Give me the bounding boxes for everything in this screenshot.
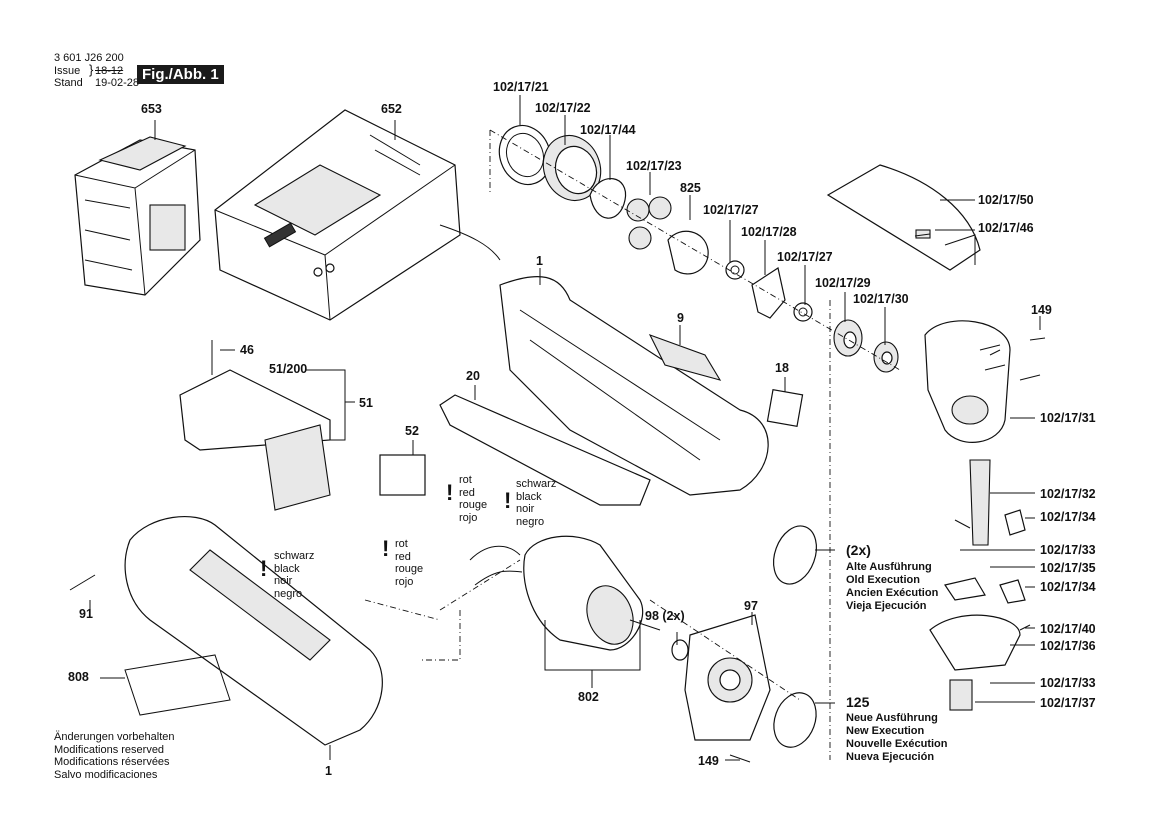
guard-plate-102-17-50 bbox=[826, 164, 981, 271]
wire-note-red-motor: rot red rouge rojo bbox=[459, 474, 488, 524]
die-parts bbox=[929, 509, 1026, 711]
part-label-802: 802 bbox=[578, 690, 599, 704]
part-label-102-17-33-a: 102/17/33 bbox=[1040, 543, 1096, 557]
screws bbox=[69, 233, 1046, 763]
punch-102-17-32 bbox=[969, 459, 991, 546]
new-execution-note: Neue Ausführung New Execution Nouvelle E… bbox=[846, 712, 947, 764]
warning-icon: ! bbox=[260, 556, 268, 581]
part-label-102-17-23: 102/17/23 bbox=[626, 159, 682, 173]
document-number: 3 601 J26 200 bbox=[54, 52, 124, 64]
part-label-102-17-28: 102/17/28 bbox=[741, 225, 797, 239]
part-label-102-17-30: 102/17/30 bbox=[853, 292, 909, 306]
gear-housing-97 bbox=[671, 614, 771, 741]
part-label-102-17-32: 102/17/32 bbox=[1040, 487, 1096, 501]
warning-icon: ! bbox=[504, 488, 512, 513]
part-label-102-17-31: 102/17/31 bbox=[1040, 411, 1096, 425]
part-label-102-17-21: 102/17/21 bbox=[493, 80, 549, 94]
part-label-1-bottom: 1 bbox=[325, 764, 332, 778]
warning-icon: ! bbox=[446, 480, 454, 505]
old-execution-note: Alte Ausführung Old Execution Ancien Exé… bbox=[846, 561, 938, 613]
note-line: Ancien Exécution bbox=[846, 587, 939, 599]
part-label-102-17-34-b: 102/17/34 bbox=[1040, 580, 1096, 594]
housing-1 bbox=[499, 276, 804, 496]
part-label-1-top: 1 bbox=[536, 254, 543, 268]
wire-note-red-switch: rot red rouge rojo bbox=[395, 538, 424, 588]
issue-label: Issue bbox=[54, 65, 81, 77]
battery-pack-653 bbox=[74, 136, 201, 296]
disc-125 bbox=[773, 692, 817, 748]
part-label-102-17-27-b: 102/17/27 bbox=[777, 250, 833, 264]
assembly-axes bbox=[364, 129, 901, 760]
switch-51 bbox=[179, 340, 331, 511]
part-label-52: 52 bbox=[405, 424, 419, 438]
part-label-97: 97 bbox=[744, 599, 758, 613]
part-label-808: 808 bbox=[68, 670, 89, 684]
part-label-102-17-44: 102/17/44 bbox=[580, 123, 636, 137]
part-label-51: 51 bbox=[359, 396, 373, 410]
charger-652 bbox=[214, 109, 501, 321]
part-label-102-17-36: 102/17/36 bbox=[1040, 639, 1096, 653]
note-line: Nouvelle Exécution bbox=[846, 738, 948, 750]
part-label-51-200: 51/200 bbox=[269, 362, 308, 376]
part-label-653: 653 bbox=[141, 102, 162, 116]
part-label-102-17-46: 102/17/46 bbox=[978, 221, 1034, 235]
note-line: Vieja Ejecución bbox=[846, 600, 927, 612]
stand-label: Stand bbox=[54, 77, 83, 89]
cutting-head-102-17-31 bbox=[924, 320, 1011, 443]
part-label-102-17-27-a: 102/17/27 bbox=[703, 203, 759, 217]
part-label-652: 652 bbox=[381, 102, 402, 116]
note-line: Nueva Ejecución bbox=[846, 751, 935, 763]
wire-guide-20 bbox=[439, 394, 651, 506]
leader-lines bbox=[89, 95, 1041, 761]
wire-note-black-motor: schwarz black noir negro bbox=[516, 478, 557, 528]
contact-block-52 bbox=[379, 454, 426, 496]
part-label-18: 18 bbox=[775, 361, 789, 375]
part-label-825: 825 bbox=[680, 181, 701, 195]
part-label-102-17-35: 102/17/35 bbox=[1040, 561, 1096, 575]
modifications-notice: Änderungen vorbehalten Modifications res… bbox=[54, 731, 175, 781]
issue-value: 18-12 bbox=[95, 65, 124, 77]
part-label-102-17-29: 102/17/29 bbox=[815, 276, 871, 290]
motor-802 bbox=[469, 535, 661, 651]
disc-old bbox=[772, 525, 818, 585]
part-label-102-17-22: 102/17/22 bbox=[535, 101, 591, 115]
part-label-102-17-40: 102/17/40 bbox=[1040, 622, 1096, 636]
wire-note-black-switch: schwarz black noir negro bbox=[274, 550, 315, 600]
part-label-91: 91 bbox=[79, 607, 93, 621]
part-label-149-bottom: 149 bbox=[698, 754, 719, 768]
bracket: } bbox=[89, 62, 94, 77]
part-label-9: 9 bbox=[677, 311, 684, 325]
gear-train bbox=[498, 124, 899, 373]
part-label-102-17-37: 102/17/37 bbox=[1040, 696, 1096, 710]
part-label-102-17-33-b: 102/17/33 bbox=[1040, 676, 1096, 690]
note-line: Old Execution bbox=[846, 574, 920, 586]
part-label-102-17-50: 102/17/50 bbox=[978, 193, 1034, 207]
part-label-149-top: 149 bbox=[1031, 303, 1052, 317]
warning-icon: ! bbox=[382, 536, 390, 561]
figure-label: Fig./Abb. 1 bbox=[137, 65, 224, 84]
part-label-20: 20 bbox=[466, 369, 480, 383]
part-label-46: 46 bbox=[240, 343, 254, 357]
part-label-98: 98 (2x) bbox=[645, 609, 685, 623]
old-execution-qty: (2x) bbox=[846, 542, 871, 558]
note-line: Neue Ausführung bbox=[846, 712, 938, 724]
stand-value: 19-02-28 bbox=[95, 77, 140, 89]
part-label-102-17-34-a: 102/17/34 bbox=[1040, 510, 1096, 524]
handle-housing bbox=[124, 515, 383, 746]
note-line: Alte Ausführung bbox=[846, 561, 932, 573]
new-execution-part: 125 bbox=[846, 694, 870, 710]
note-line: New Execution bbox=[846, 725, 925, 737]
